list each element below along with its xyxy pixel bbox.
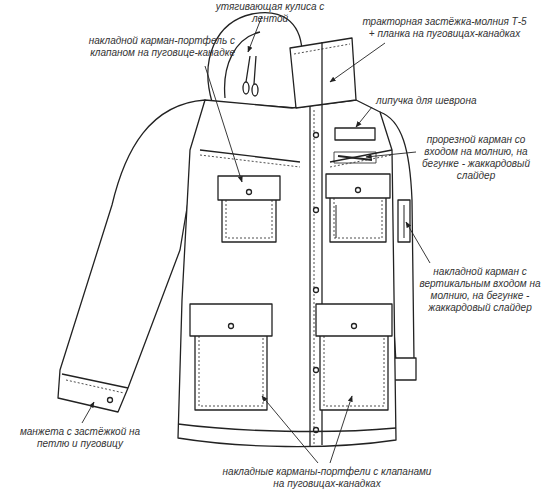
- callout-label: манжета с застёжкой на петлю и пуговицу: [10, 426, 150, 450]
- callout-label: накладной карман с вертикальным входом н…: [416, 266, 544, 314]
- callout-label: липучка для шеврона: [376, 95, 486, 107]
- callout-label: тракторная застёжка-молния Т-5 + планка …: [362, 16, 527, 40]
- callout-label: накладной карман-портфель с клапаном на …: [70, 35, 235, 59]
- callout-label: прорезной карман со входом на молнию, на…: [420, 134, 532, 182]
- callout-label: утягивающая кулиса с лентой: [200, 1, 340, 25]
- callout-label: накладные карманы-портфели с клапанами н…: [222, 466, 432, 490]
